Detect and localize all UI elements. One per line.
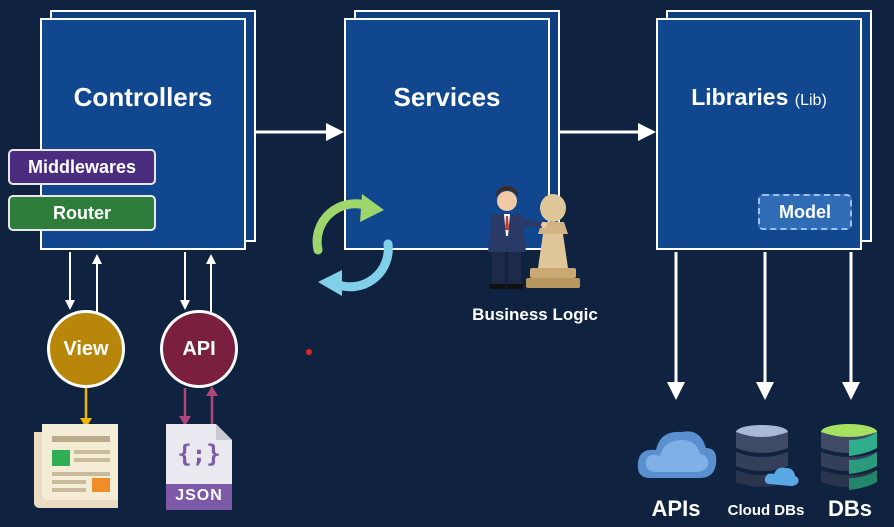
view-circle: View [47, 310, 125, 388]
json-glyph: {;} [177, 440, 221, 468]
services-title: Services [393, 82, 501, 112]
dbs-caption: DBs [827, 496, 872, 521]
pointer-dot [306, 349, 312, 355]
model-tag: Model [758, 194, 852, 230]
libraries-title-text: Libraries [691, 84, 789, 110]
libraries-title-suffix: (Lib) [794, 92, 827, 109]
middlewares-tag: Middlewares [8, 149, 156, 185]
arrowhead-api-json [179, 416, 191, 426]
router-tag: Router [8, 195, 156, 231]
json-label: JSON [175, 487, 223, 504]
apis-caption: APIs [651, 496, 701, 521]
cloud-dbs-caption: Cloud DBs [727, 502, 805, 519]
services-box: Services [344, 18, 550, 250]
libraries-title: Libraries (Lib) [658, 84, 860, 111]
business-logic-caption: Business Logic [472, 305, 598, 324]
arrowhead-view-document [80, 418, 92, 428]
controllers-title: Controllers [73, 82, 213, 112]
api-circle: API [160, 310, 238, 388]
arrowhead-json-api [206, 386, 218, 396]
